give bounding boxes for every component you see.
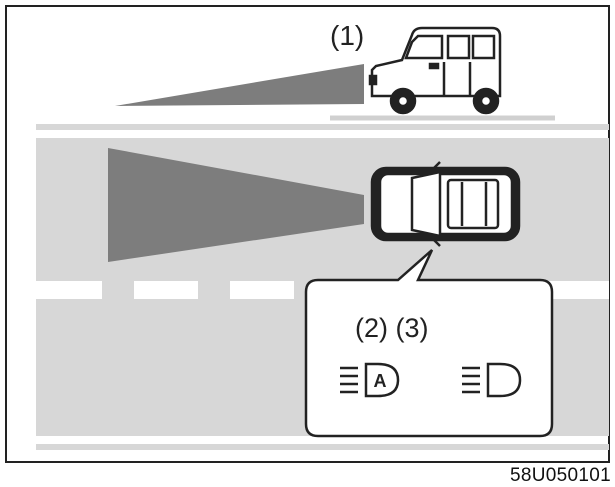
own-vehicle (370, 161, 521, 247)
callout-box (304, 249, 554, 438)
svg-text:A: A (374, 371, 387, 391)
upper-road-edge (36, 124, 609, 130)
oncoming-beam (115, 64, 364, 106)
own-vehicle-beam (108, 148, 364, 262)
indicator-labels: (2) (3) (355, 313, 429, 343)
figure-code: 58U050101 (510, 465, 611, 486)
road-bottom-edge (36, 444, 609, 450)
oncoming-vehicle (368, 26, 502, 115)
auto-headlight-icon: A (340, 362, 400, 398)
low-beam-headlight-icon (462, 362, 522, 398)
oncoming-vehicle-label: (1) (330, 20, 365, 51)
